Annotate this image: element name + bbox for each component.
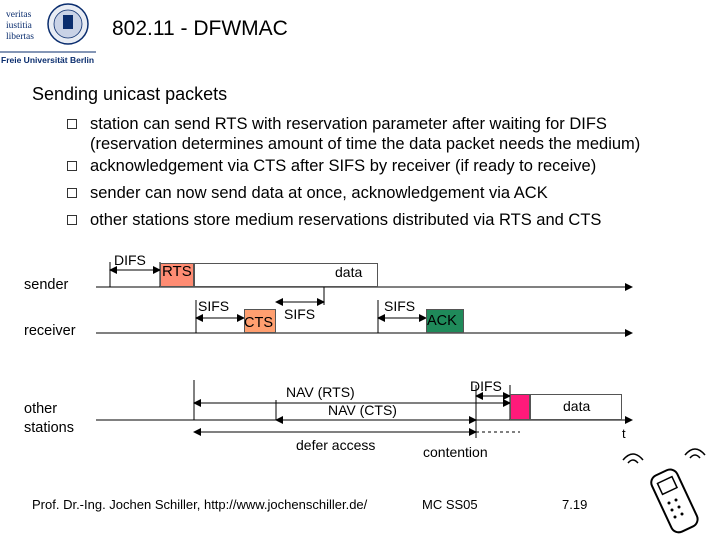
bullet-text: sender can now send data at once, acknow… [90, 184, 548, 202]
bullet-text: station can send RTS with reservation pa… [90, 115, 607, 133]
logo-word: veritas [6, 10, 32, 20]
logo-word: libertas [6, 32, 34, 42]
rts-box [160, 263, 194, 287]
nav-cts-label: NAV (CTS) [328, 402, 397, 418]
slide-subtitle: Sending unicast packets [32, 84, 228, 104]
bullet-text: acknowledgement via CTS after SIFS by re… [90, 157, 597, 175]
bullet-icon [67, 119, 77, 129]
time-label: t [622, 426, 626, 441]
university-logo: veritas iustitia libertas Freie Universi… [0, 0, 96, 66]
bullet-icon [67, 161, 77, 171]
sifs-label: SIFS [284, 306, 316, 322]
mobile-phone-icon [622, 448, 706, 534]
row-label-other-stations: other stations [24, 401, 74, 436]
cts-label: CTS [244, 315, 273, 331]
difs-label: DIFS [114, 252, 146, 268]
seal-icon [0, 3, 96, 53]
difs-label: DIFS [470, 378, 502, 394]
footer-author: Prof. Dr.-Ing. Jochen Schiller, http://w… [32, 497, 368, 512]
bullet-text: other stations store medium reservations… [90, 211, 602, 229]
bullet-text: (reservation determines amount of time t… [90, 135, 641, 153]
sifs-label: SIFS [384, 298, 416, 314]
slide-title: 802.11 - DFWMAC [112, 17, 288, 40]
data-box [194, 263, 378, 287]
cts-box [244, 309, 276, 333]
row-label-receiver: receiver [24, 323, 76, 339]
data-box-other [530, 394, 622, 420]
contention-box [510, 394, 530, 420]
university-name: Freie Universität Berlin [1, 55, 95, 65]
ack-box [426, 309, 464, 333]
rts-label: RTS [162, 263, 192, 280]
contention-label: contention [423, 444, 488, 460]
bullet-icon [67, 215, 77, 225]
bullet-icon [67, 188, 77, 198]
footer-page-number: 7.19 [562, 497, 588, 512]
defer-access-label: defer access [296, 437, 376, 453]
row-label-sender: sender [24, 277, 69, 293]
data-label: data [335, 264, 363, 280]
ack-label: ACK [427, 313, 457, 329]
data-label-other: data [563, 398, 591, 414]
nav-rts-label: NAV (RTS) [286, 384, 355, 400]
logo-word: iustitia [6, 21, 32, 31]
footer-course: MC SS05 [422, 497, 478, 512]
sifs-label: SIFS [198, 298, 230, 314]
